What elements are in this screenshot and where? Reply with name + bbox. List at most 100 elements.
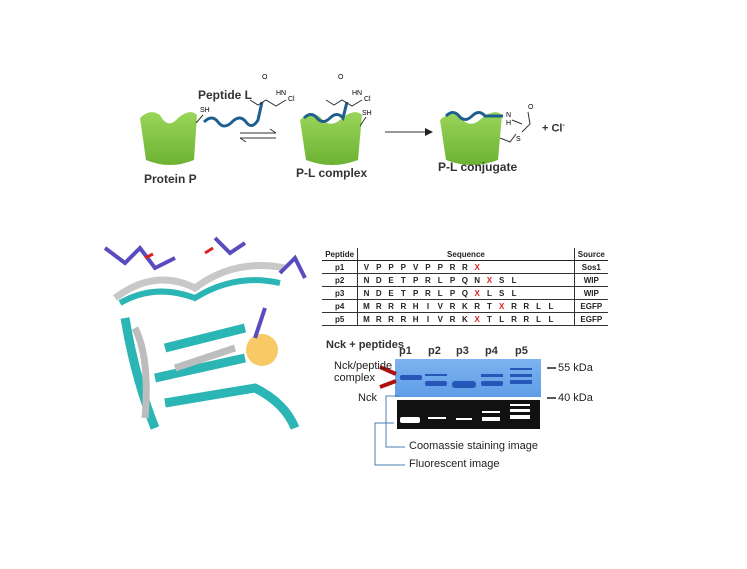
- residue: P: [388, 262, 394, 272]
- residue: T: [486, 314, 492, 324]
- residue: M: [363, 314, 370, 324]
- protein-p-shape: [140, 112, 197, 165]
- col-header-source: Source: [573, 248, 608, 261]
- residue: R: [511, 314, 517, 324]
- red-arrows: [379, 365, 397, 389]
- residue: R: [511, 301, 517, 311]
- residue: H: [412, 314, 419, 324]
- conjugate-label: P-L conjugate: [438, 160, 518, 174]
- residue: X: [474, 262, 480, 272]
- residue: S: [499, 288, 505, 298]
- residue: V: [437, 301, 443, 311]
- residue: H: [412, 301, 419, 311]
- complex-label: P-L complex: [296, 166, 368, 180]
- residue: R: [449, 314, 456, 324]
- n-label: N: [506, 112, 512, 119]
- residue: X: [474, 288, 480, 298]
- residue: L: [437, 288, 443, 298]
- residue: L: [511, 288, 517, 298]
- residue: R: [425, 288, 431, 298]
- peptide-cell: p4: [322, 299, 358, 313]
- residue: I: [426, 301, 430, 311]
- residue: V: [363, 262, 370, 272]
- residue: L: [437, 275, 443, 285]
- residue: E: [388, 288, 394, 298]
- residue: L: [499, 314, 505, 324]
- residue: K: [461, 314, 468, 324]
- residue: N: [363, 288, 370, 298]
- complex-protein-shape: [300, 112, 362, 165]
- residue: R: [449, 262, 456, 272]
- residue: L: [536, 314, 542, 324]
- residue: T: [486, 301, 492, 311]
- residue: R: [375, 301, 382, 311]
- lane-label: p1: [399, 345, 412, 357]
- o-label-3: O: [528, 104, 534, 111]
- nck-label: Nck: [358, 392, 377, 404]
- residue: L: [536, 301, 542, 311]
- reaction-scheme: [140, 99, 531, 165]
- residue: R: [461, 262, 468, 272]
- marker-55: 55 kDa: [558, 362, 593, 374]
- hn-label: HN: [276, 90, 287, 97]
- source-cell: EGFP: [573, 299, 608, 313]
- residue: N: [363, 275, 370, 285]
- source-cell: WIP: [573, 286, 608, 300]
- residue: X: [486, 275, 493, 285]
- fluorescent-label: Fluorescent image: [409, 458, 500, 470]
- cl-label: Cl: [288, 96, 295, 103]
- complex-peptide-wave: [302, 101, 349, 123]
- residue: R: [388, 301, 394, 311]
- residue: T: [400, 275, 406, 285]
- residue: R: [388, 314, 394, 324]
- residue: D: [375, 275, 382, 285]
- lane-label: p5: [515, 345, 528, 357]
- sh-label: SH: [200, 107, 210, 114]
- lane-label: p3: [456, 345, 469, 357]
- source-cell: WIP: [573, 273, 608, 287]
- residue: K: [461, 301, 468, 311]
- residue: R: [400, 301, 407, 311]
- coomassie-label: Coomassie staining image: [409, 440, 539, 452]
- s-label: S: [516, 136, 521, 143]
- peptide-cell: p2: [322, 273, 358, 287]
- o-label-2: O: [338, 74, 344, 81]
- lane-label: p2: [428, 345, 441, 357]
- residue: P: [437, 262, 443, 272]
- residue: T: [400, 288, 406, 298]
- peptide-cell: p3: [322, 286, 358, 300]
- o-label: O: [262, 74, 268, 81]
- h-label: H: [506, 120, 512, 127]
- residue: X: [474, 314, 480, 324]
- protein-structure: [103, 236, 307, 430]
- residue: P: [376, 262, 382, 272]
- residue: P: [412, 288, 419, 298]
- residue: L: [548, 314, 554, 324]
- complex-label-line2: complex: [334, 372, 375, 384]
- residue: P: [449, 288, 456, 298]
- peptide-l-label: Peptide L: [198, 88, 253, 102]
- source-cell: EGFP: [573, 312, 608, 326]
- residue: E: [388, 275, 394, 285]
- source-cell: Sos1: [573, 260, 608, 274]
- equilibrium-arrows: [239, 128, 277, 143]
- conjugate-peptide-wave: [444, 111, 503, 121]
- gel-title: Nck + peptides: [326, 339, 404, 351]
- col-header-peptide: Peptide: [322, 248, 358, 261]
- residue: M: [363, 301, 370, 311]
- conjugate-protein-shape: [440, 112, 502, 165]
- col-header-sequence: Sequence: [357, 248, 575, 261]
- residue: R: [375, 314, 382, 324]
- residue: R: [400, 314, 407, 324]
- residue: P: [412, 275, 419, 285]
- residue: V: [437, 314, 443, 324]
- residue: Q: [461, 288, 468, 298]
